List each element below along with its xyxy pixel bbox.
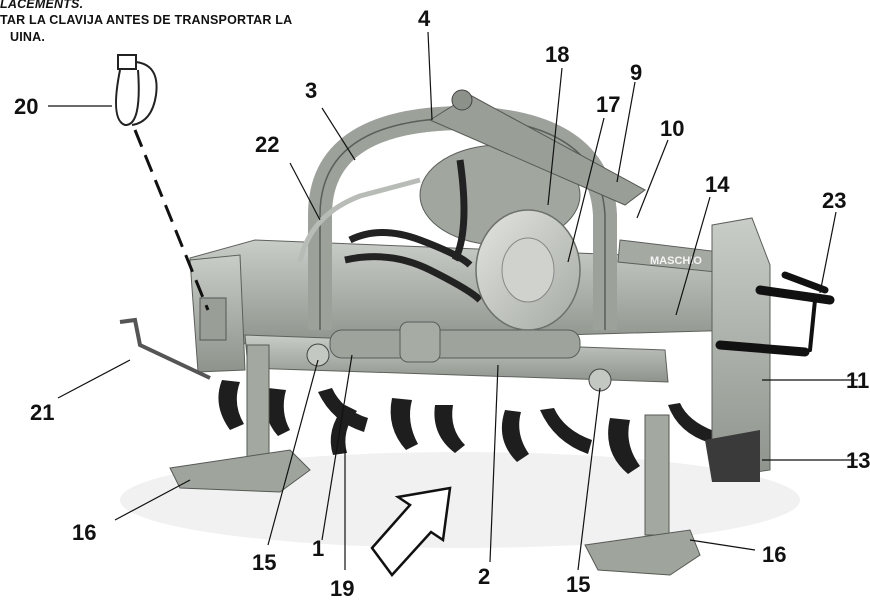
left-skid-foot bbox=[169, 449, 311, 493]
left-pin bbox=[306, 343, 330, 367]
brand-label: MASCHIO bbox=[650, 255, 702, 267]
pto-shaft-opening bbox=[501, 237, 555, 303]
callout-21: 21 bbox=[30, 400, 54, 425]
leader-lines bbox=[48, 31, 858, 571]
callout-23: 23 bbox=[822, 188, 846, 213]
callout-13: 13 bbox=[846, 448, 870, 473]
travel-direction-arrow bbox=[370, 486, 452, 577]
header-line-1: LACEMENTS. bbox=[0, 0, 84, 11]
cylinder-collar bbox=[399, 321, 441, 363]
top-link-pin bbox=[451, 89, 473, 111]
right-skid-foot bbox=[584, 529, 701, 576]
hydraulic-cylinder bbox=[329, 329, 581, 359]
callout-15-left: 15 bbox=[252, 550, 276, 575]
callout-20: 20 bbox=[14, 94, 38, 119]
callout-16-right: 16 bbox=[762, 542, 786, 567]
callout-1: 1 bbox=[312, 536, 324, 561]
callout-14: 14 bbox=[705, 172, 730, 197]
callout-18: 18 bbox=[545, 42, 569, 67]
header-line-3: UINA. bbox=[10, 30, 46, 44]
callout-22: 22 bbox=[255, 132, 279, 157]
callout-3: 3 bbox=[305, 78, 317, 103]
linch-pin-icon bbox=[115, 54, 158, 127]
right-pin bbox=[588, 368, 612, 392]
callout-16-left: 16 bbox=[72, 520, 96, 545]
side-skid bbox=[705, 430, 760, 482]
right-skid-leg bbox=[644, 414, 670, 536]
callout-2: 2 bbox=[478, 564, 490, 589]
callout-19: 19 bbox=[330, 576, 354, 600]
grab-bar bbox=[297, 177, 421, 263]
callout-11: 11 bbox=[846, 368, 869, 393]
callout-15-right: 15 bbox=[566, 572, 590, 597]
header-line-2: TAR LA CLAVIJA ANTES DE TRANSPORTAR LA bbox=[0, 13, 293, 27]
depth-handles bbox=[715, 271, 835, 357]
left-bracket bbox=[199, 297, 227, 341]
left-skid-leg bbox=[246, 344, 270, 466]
assembly-dashed-line bbox=[133, 129, 210, 311]
hydraulic-hoses bbox=[344, 159, 483, 303]
callout-labels: 20 21 22 3 4 18 17 9 10 14 23 11 13 16 1… bbox=[14, 6, 870, 600]
parking-stand bbox=[119, 317, 211, 380]
callout-9: 9 bbox=[630, 60, 642, 85]
callout-4: 4 bbox=[418, 6, 431, 31]
callout-10: 10 bbox=[660, 116, 684, 141]
callout-17: 17 bbox=[596, 92, 620, 117]
